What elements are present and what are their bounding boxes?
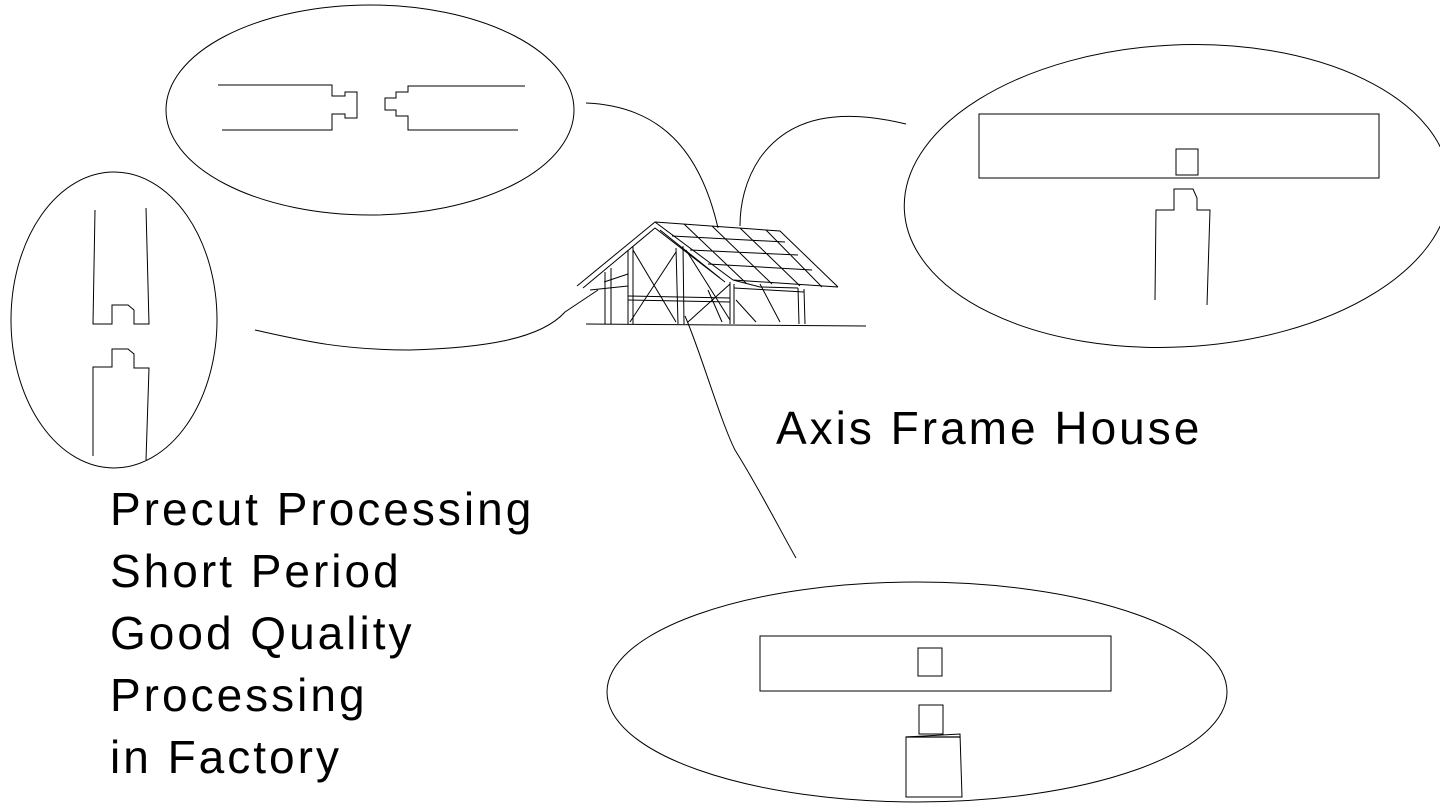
leader-to-top-ellipse [586,103,718,228]
mortise-upper [1176,149,1198,175]
note-text: Processing [110,669,368,721]
girt [628,288,804,302]
gable-rafter-inner [583,228,725,288]
note-line: Good Quality [110,610,534,672]
joint-lower-post [93,349,149,460]
joint-upper-post [93,208,149,324]
roof-ridge [655,222,838,287]
leader-to-left-ellipse [255,290,598,350]
beam-lower [760,636,1111,691]
braces [590,250,780,322]
note-text: in Factory [110,731,342,783]
leader-lines [255,103,906,558]
tenon-beam-joint-upper-callout [896,31,1440,361]
note-text: Short Period [110,545,402,597]
house-frame [577,222,866,326]
tenon-lower [919,705,943,734]
roof-lines [660,224,822,287]
note-line: Short Period [110,548,534,610]
callout-ellipse-bottom [607,582,1227,802]
note-text: Good Quality [110,607,415,659]
post-tenon-upper [1155,189,1210,305]
roof-eave [733,280,838,287]
gable-rafter [577,222,733,286]
post-lower [906,734,962,797]
joint-left-piece [218,85,357,130]
tenon-beam-joint-lower-callout [607,582,1227,802]
front-posts [605,246,805,324]
diagram-title: Axis Frame House [776,402,1203,454]
ground-line [586,324,866,326]
rear-gable [733,280,798,288]
mortise-lower [918,648,942,676]
beam-upper [979,114,1379,178]
callout-ellipse-top [166,5,574,215]
note-line: Precut Processing [110,486,534,548]
vertical-joint-callout [11,172,217,468]
leader-to-bottom-ellipse [685,316,796,558]
callout-ellipse-left [11,172,217,468]
callout-ellipse-right [896,31,1440,361]
feature-notes: Precut Processing Short Period Good Qual… [110,486,534,796]
note-text: Precut Processing [110,483,535,535]
note-line: in Factory [110,734,534,796]
leader-to-right-ellipse [740,116,906,226]
horizontal-joint-callout [166,5,574,215]
note-line: Processing [110,672,534,734]
joint-right-piece [385,86,525,130]
